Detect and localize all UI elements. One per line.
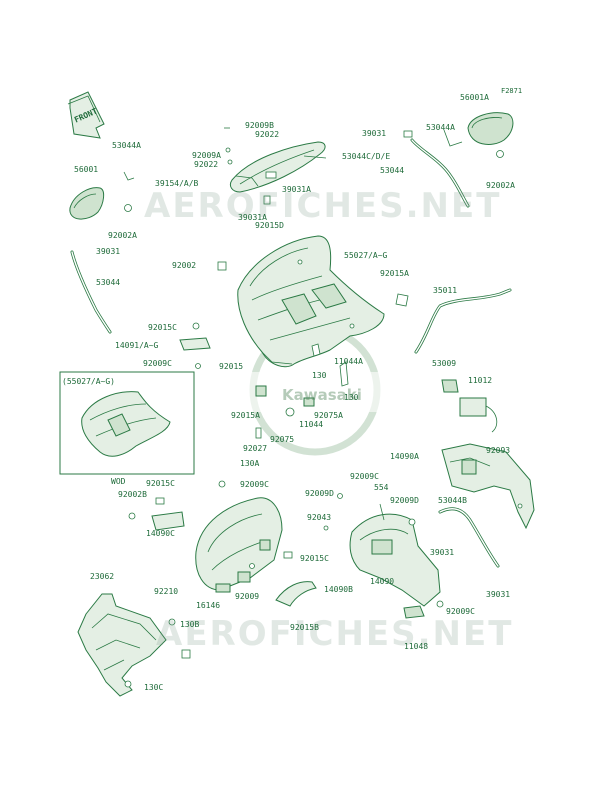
brand-watermark: Kawasaki — [282, 386, 362, 404]
part-label: 14090C — [146, 529, 175, 538]
stay-tube-53044b — [438, 507, 500, 568]
cable-35011 — [414, 288, 512, 354]
part-label: 14090 — [370, 577, 395, 586]
part-label: 53044 — [380, 166, 405, 175]
part-label: 92015A — [231, 411, 260, 420]
part-label: 92009C — [240, 480, 269, 489]
meter-housing-16146 — [195, 497, 283, 593]
part-label: 92093 — [486, 446, 511, 455]
upper-cowling — [237, 235, 385, 368]
mirror-left — [69, 187, 132, 220]
part-label: 39154/A/B — [155, 179, 199, 188]
part-label: 92022 — [255, 130, 280, 139]
part-label: 14090A — [390, 452, 419, 461]
part-label: 53044 — [96, 278, 121, 287]
part-label: 55027/A~G — [344, 251, 388, 260]
part-label: 92002B — [118, 490, 147, 499]
part-label: 39031A — [282, 185, 311, 194]
part-label: 53044B — [438, 496, 467, 505]
part-label: 39031 — [486, 590, 511, 599]
part-label: 92075A — [314, 411, 343, 420]
part-label: 92009D — [390, 496, 419, 505]
part-label: 92015C — [300, 554, 329, 563]
watermark-bottom: AEROFICHES.NET — [156, 614, 514, 654]
part-label: 92002A — [486, 181, 515, 190]
part-label: 56001 — [74, 165, 99, 174]
bracket-14090a — [441, 443, 535, 530]
front-arrow-icon — [67, 91, 105, 139]
part-label: 53044C/D/E — [342, 152, 391, 161]
part-label: 53044A — [426, 123, 455, 132]
part-label: 92009C — [446, 607, 475, 616]
part-label: 92210 — [154, 587, 179, 596]
part-label: 92009C — [350, 472, 379, 481]
bracket-14090b — [275, 581, 317, 607]
part-label: 92015A — [380, 269, 409, 278]
part-label: 92075 — [270, 435, 295, 444]
part-label: 39031 — [362, 129, 387, 138]
bracket-14090c — [151, 511, 185, 531]
part-label: 92009B — [245, 121, 274, 130]
part-label: 23062 — [90, 572, 115, 581]
stay-frame-23062 — [77, 593, 167, 697]
part-label: 554 — [374, 483, 389, 492]
part-label: 14091/A~G — [115, 341, 159, 350]
part-label: 92009 — [235, 592, 260, 601]
part-label: 92015 — [219, 362, 244, 371]
part-label: 11044A — [334, 357, 363, 366]
part-label: 92009A — [192, 151, 221, 160]
part-label: 56001A — [460, 93, 489, 102]
part-label: 92015C — [146, 479, 175, 488]
part-label: 16146 — [196, 601, 221, 610]
part-label: 39031 — [430, 548, 455, 557]
meter-cover — [229, 141, 327, 205]
diagram-code: F2871 — [501, 87, 523, 95]
part-label: 92002A — [108, 231, 137, 240]
part-label: 53044A — [112, 141, 141, 150]
part-label: 92015C — [148, 323, 177, 332]
part-label: 35011 — [433, 286, 458, 295]
inset-label: (55027/A~G) — [62, 377, 115, 386]
part-label: 92043 — [307, 513, 332, 522]
part-label: 92015B — [290, 623, 319, 632]
wod-label: WOD — [111, 477, 126, 486]
part-label: 92027 — [243, 444, 268, 453]
part-label: 130 — [312, 371, 327, 380]
mirror-right — [467, 112, 514, 158]
bracket-14091 — [179, 337, 211, 351]
part-label: 11012 — [468, 376, 493, 385]
part-label: 39031 — [96, 247, 121, 256]
part-label: 53009 — [432, 359, 457, 368]
part-label: 11044 — [299, 420, 324, 429]
stay-tube-left — [70, 250, 112, 334]
part-label: 92009D — [305, 489, 334, 498]
part-label: 92022 — [194, 160, 219, 169]
part-label: 14090B — [324, 585, 353, 594]
watermark-top: AEROFICHES.NET — [144, 186, 502, 226]
part-label: 130 — [344, 393, 359, 402]
part-label: 11048 — [404, 642, 429, 651]
part-label: 130C — [144, 683, 164, 692]
part-label: 92015D — [255, 221, 284, 230]
inset-box — [59, 371, 195, 475]
bracket-14090 — [349, 503, 441, 607]
part-label: 39031A — [238, 213, 267, 222]
part-label: 92002 — [172, 261, 197, 270]
part-label: 130A — [240, 459, 260, 468]
part-label: 130B — [180, 620, 200, 629]
part-label: 92009C — [143, 359, 172, 368]
